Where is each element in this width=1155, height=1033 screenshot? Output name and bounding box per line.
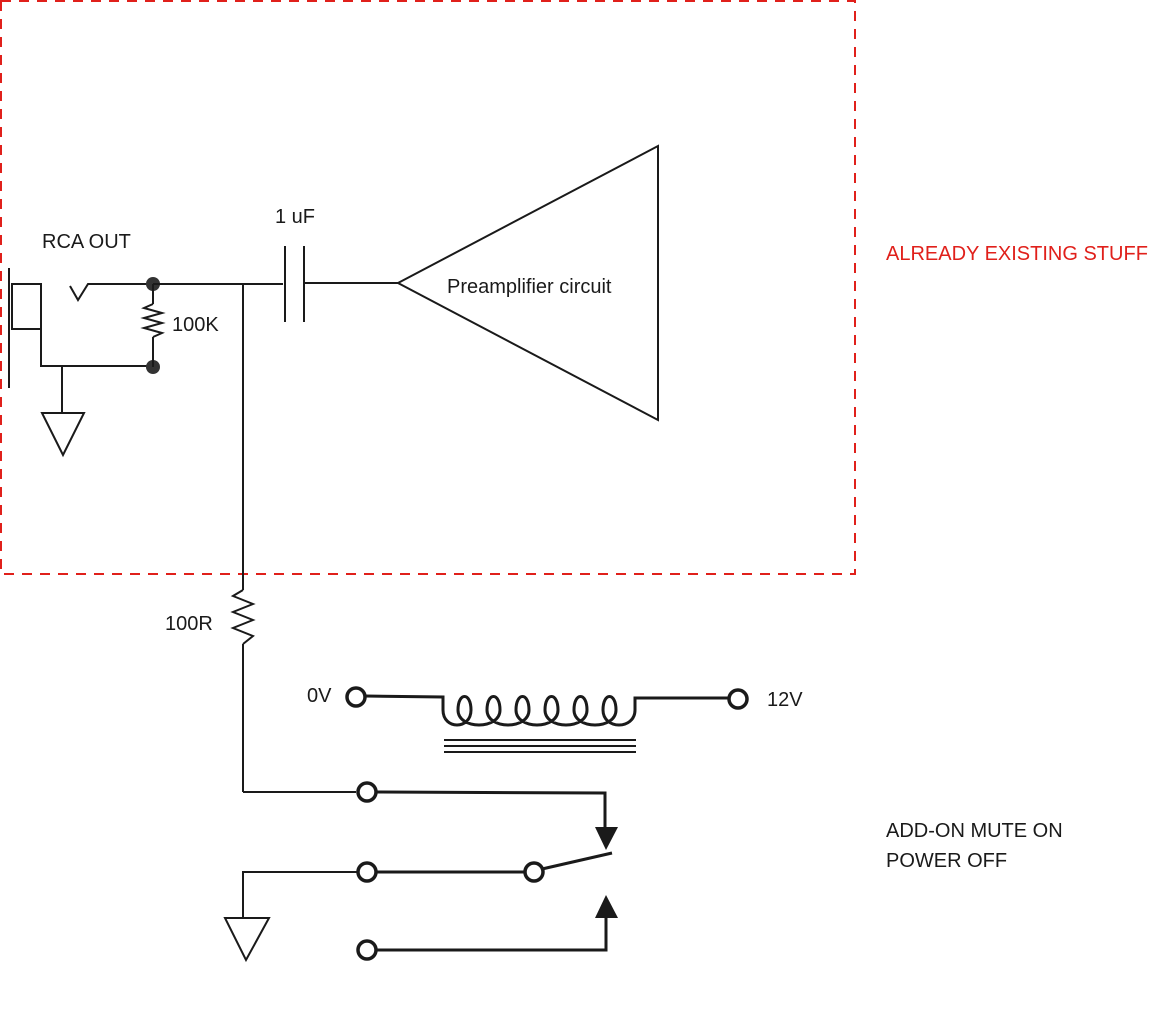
ground-icon: [223, 871, 358, 963]
resistor-100k-label: 100K: [172, 314, 219, 336]
already-existing-label: ALREADY EXISTING STUFF: [886, 243, 1148, 265]
capacitor-icon: [284, 246, 305, 322]
relay-12v-label: 12V: [767, 689, 803, 711]
relay-coil-icon: [345, 686, 749, 753]
capacitor-label: 1 uF: [275, 206, 315, 228]
addon-label-line2: POWER OFF: [886, 850, 1007, 872]
preamp-label: Preamplifier circuit: [447, 276, 612, 298]
rca-jack-icon: [8, 268, 153, 388]
resistor-100r-label: 100R: [165, 613, 213, 635]
ground-icon: [40, 366, 86, 458]
rca-out-label: RCA OUT: [42, 231, 131, 253]
addon-label-line1: ADD-ON MUTE ON: [886, 820, 1063, 842]
resistor-100r-icon: [230, 284, 356, 793]
resistor-100k-icon: [140, 277, 166, 374]
relay-switch-icon: [356, 781, 618, 961]
amplifier-icon: [395, 144, 659, 422]
existing-circuit-boundary: [0, 0, 856, 575]
relay-0v-label: 0V: [307, 685, 332, 707]
